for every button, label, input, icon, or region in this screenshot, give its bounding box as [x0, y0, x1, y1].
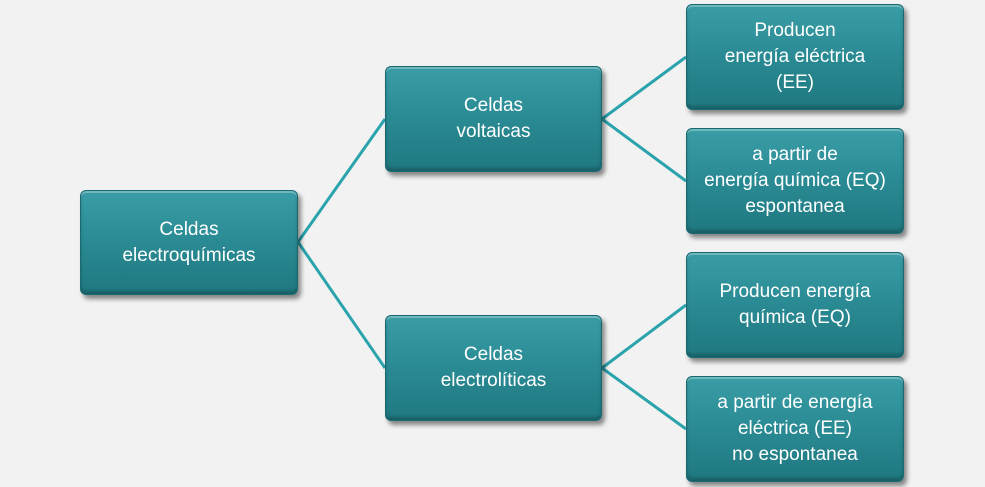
- box-celdas-electroliticas: Celdas electrolíticas: [385, 315, 602, 421]
- connector-voltaicas-producen-ee: [601, 55, 687, 121]
- box-celdas-voltaicas: Celdas voltaicas: [385, 66, 602, 172]
- box-producen-energia-quimica: Producen energía química (EQ): [686, 252, 904, 358]
- connector-electroliticas-a-partir-ee: [601, 366, 687, 431]
- box-producen-energia-electrica: Producen energía eléctrica (EE): [686, 4, 904, 110]
- box-a-partir-energia-electrica: a partir de energía eléctrica (EE) no es…: [686, 376, 904, 482]
- connector-voltaicas-a-partir-eq: [601, 117, 687, 183]
- connector-electroliticas-producen-eq: [601, 303, 687, 370]
- connector-root-electroliticas: [296, 241, 387, 369]
- box-celdas-electroquimicas: Celdas electroquímicas: [80, 190, 298, 295]
- box-a-partir-energia-quimica: a partir de energía química (EQ) esponta…: [686, 128, 904, 234]
- connector-root-voltaicas: [296, 118, 387, 243]
